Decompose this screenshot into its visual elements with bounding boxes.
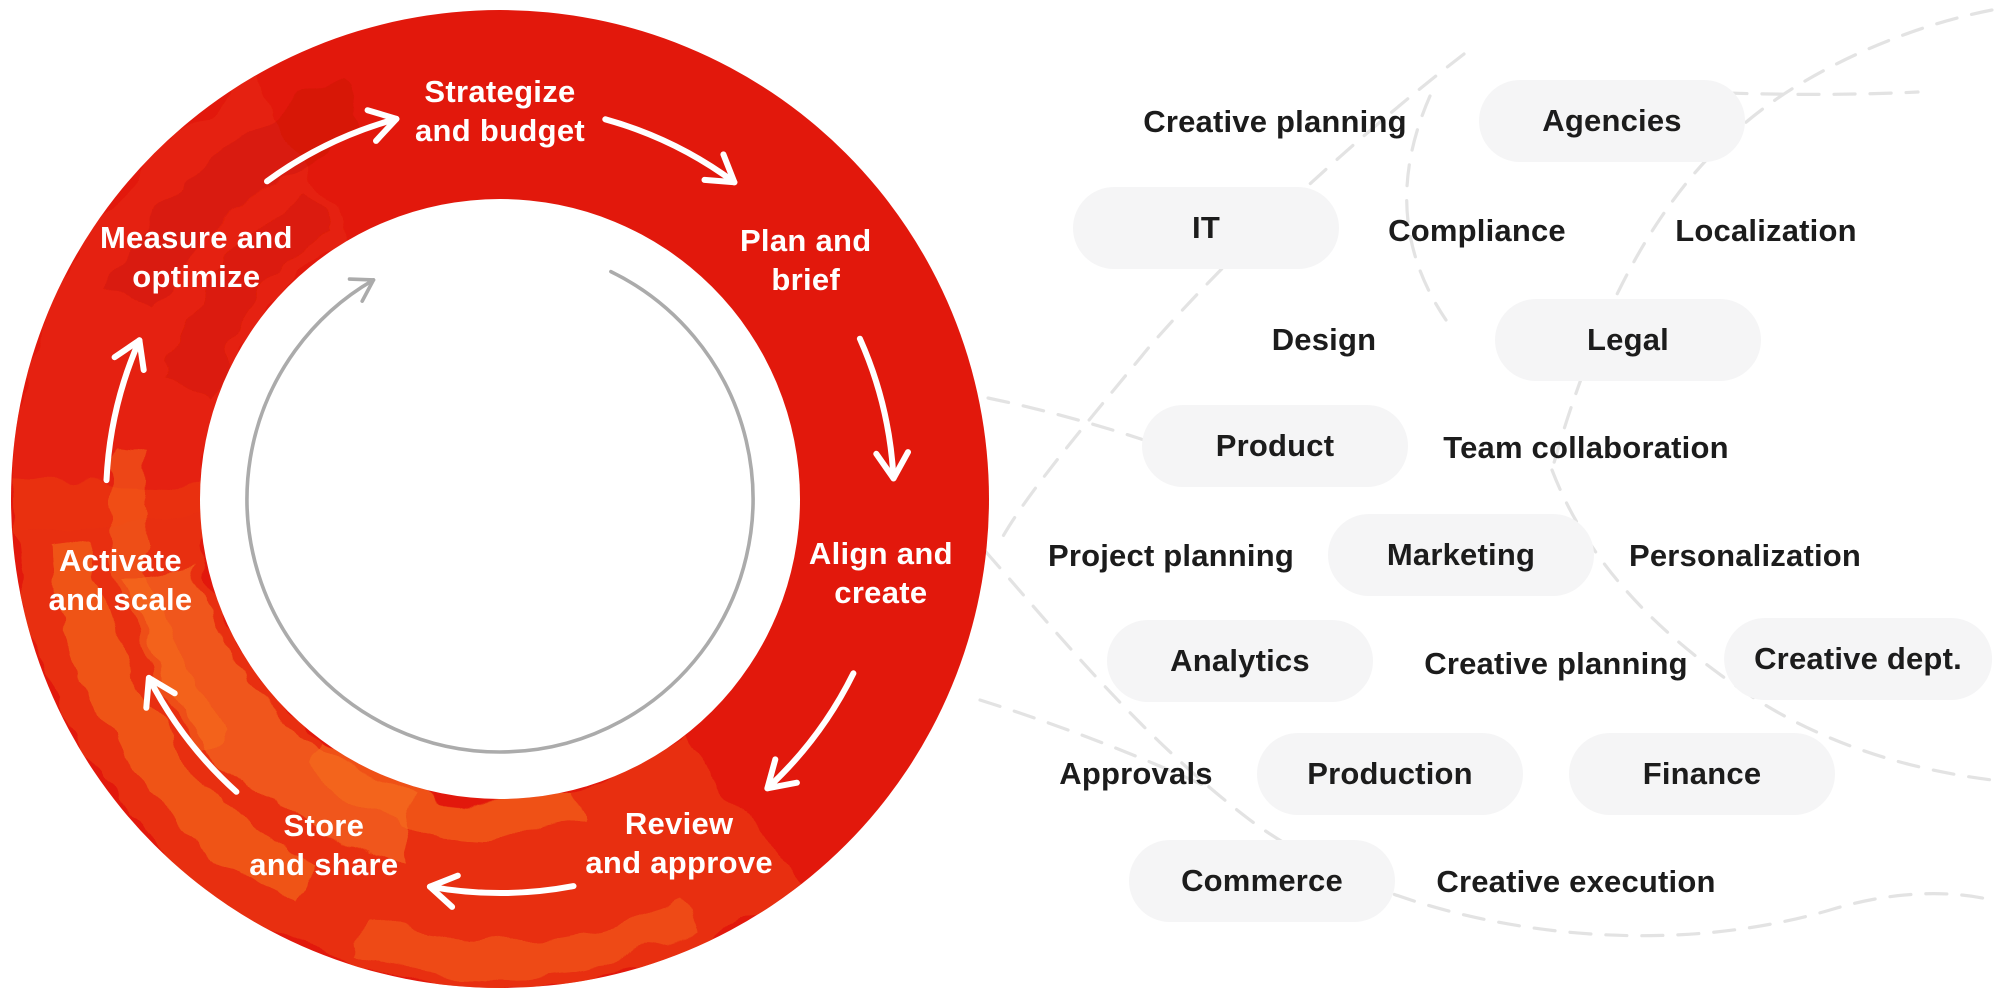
brush-streak bbox=[127, 562, 416, 866]
stage-label-line1: Align and bbox=[808, 536, 953, 572]
tag-team-collaboration: Team collaboration bbox=[1443, 430, 1729, 465]
flow-arrow-shaft bbox=[602, 116, 738, 186]
tag-personalization: Personalization bbox=[1628, 538, 1862, 573]
flow-arrowhead-icon bbox=[701, 151, 738, 186]
stage-label-line1: Activate bbox=[58, 542, 182, 578]
stage-label-line2: create bbox=[834, 575, 928, 611]
workflow-ring bbox=[11, 10, 989, 988]
tag-localization: Localization bbox=[1675, 213, 1857, 248]
cycle-arc bbox=[245, 269, 755, 754]
stage-label-line1: Measure and bbox=[99, 220, 293, 256]
tag-creative-planning: Creative planning bbox=[1424, 646, 1688, 681]
tag-creative-execution: Creative execution bbox=[1436, 864, 1716, 899]
stage-label-line1: Strategize bbox=[424, 74, 576, 109]
flow-arrow-shaft bbox=[856, 335, 897, 482]
brush-streak bbox=[352, 900, 695, 976]
tag-commerce: Commerce bbox=[1129, 840, 1395, 922]
stage-label-line1: Review bbox=[624, 806, 734, 842]
flow-arrowhead-icon bbox=[111, 337, 147, 373]
stage-label-line2: optimize bbox=[132, 259, 261, 295]
flow-arrow-shaft bbox=[764, 670, 857, 792]
flow-arrow-shaft bbox=[145, 674, 240, 795]
flow-arrows bbox=[103, 107, 911, 910]
brush-streak bbox=[11, 481, 801, 988]
flow-arrow-shaft bbox=[264, 115, 400, 185]
stage-label-line2: and budget bbox=[414, 113, 586, 148]
dashed-curve bbox=[978, 698, 1216, 792]
flow-arrow-shaft bbox=[103, 337, 143, 484]
inner-cycle-arrow bbox=[245, 269, 755, 754]
brush-streak bbox=[103, 77, 367, 316]
tag-design: Design bbox=[1271, 322, 1377, 357]
tag-finance: Finance bbox=[1569, 733, 1835, 815]
brush-streak bbox=[111, 444, 229, 750]
stage-label-line2: brief bbox=[771, 262, 841, 298]
flow-arrowhead-icon bbox=[873, 449, 911, 482]
flow-arrow-shaft bbox=[426, 883, 577, 896]
stage-label-line2: and approve bbox=[585, 845, 773, 881]
tag-project-planning: Project planning bbox=[1047, 538, 1295, 573]
tag-it: IT bbox=[1073, 187, 1339, 269]
brush-streak bbox=[159, 192, 334, 392]
brush-streak bbox=[47, 541, 321, 908]
stage-label-line1: Store bbox=[283, 807, 365, 843]
tag-approvals: Approvals bbox=[1059, 756, 1213, 791]
cycle-arrowhead-icon bbox=[347, 277, 376, 303]
tag-production: Production bbox=[1257, 733, 1523, 815]
tag-creative-planning: Creative planning bbox=[1143, 104, 1407, 139]
tag-agencies: Agencies bbox=[1479, 80, 1745, 162]
flow-arrowhead-icon bbox=[143, 674, 178, 711]
dashed-curve bbox=[1000, 52, 1466, 540]
dashed-curve bbox=[1405, 94, 1448, 322]
brush-texture bbox=[11, 75, 801, 988]
flow-arrowhead-icon bbox=[764, 756, 800, 792]
stage-label-line2: and scale bbox=[48, 581, 193, 617]
tag-compliance: Compliance bbox=[1388, 213, 1566, 248]
tag-marketing: Marketing bbox=[1328, 514, 1594, 596]
tag-creative-dept: Creative dept. bbox=[1724, 618, 1992, 700]
stage-label-strategize-and-budget: Strategize and budget bbox=[370, 72, 630, 150]
stage-label-line2: and share bbox=[249, 846, 399, 882]
dashed-curve bbox=[986, 396, 1214, 466]
dashed-curve bbox=[984, 550, 1994, 938]
tag-product: Product bbox=[1142, 405, 1408, 487]
flow-arrowhead-icon bbox=[426, 872, 461, 910]
ring-center bbox=[200, 199, 800, 799]
brush-streak bbox=[302, 741, 582, 835]
tag-analytics: Analytics bbox=[1107, 620, 1373, 702]
flow-arrowhead-icon bbox=[364, 107, 400, 144]
tag-legal: Legal bbox=[1495, 299, 1761, 381]
stage-label-line1: Plan and bbox=[739, 223, 872, 259]
